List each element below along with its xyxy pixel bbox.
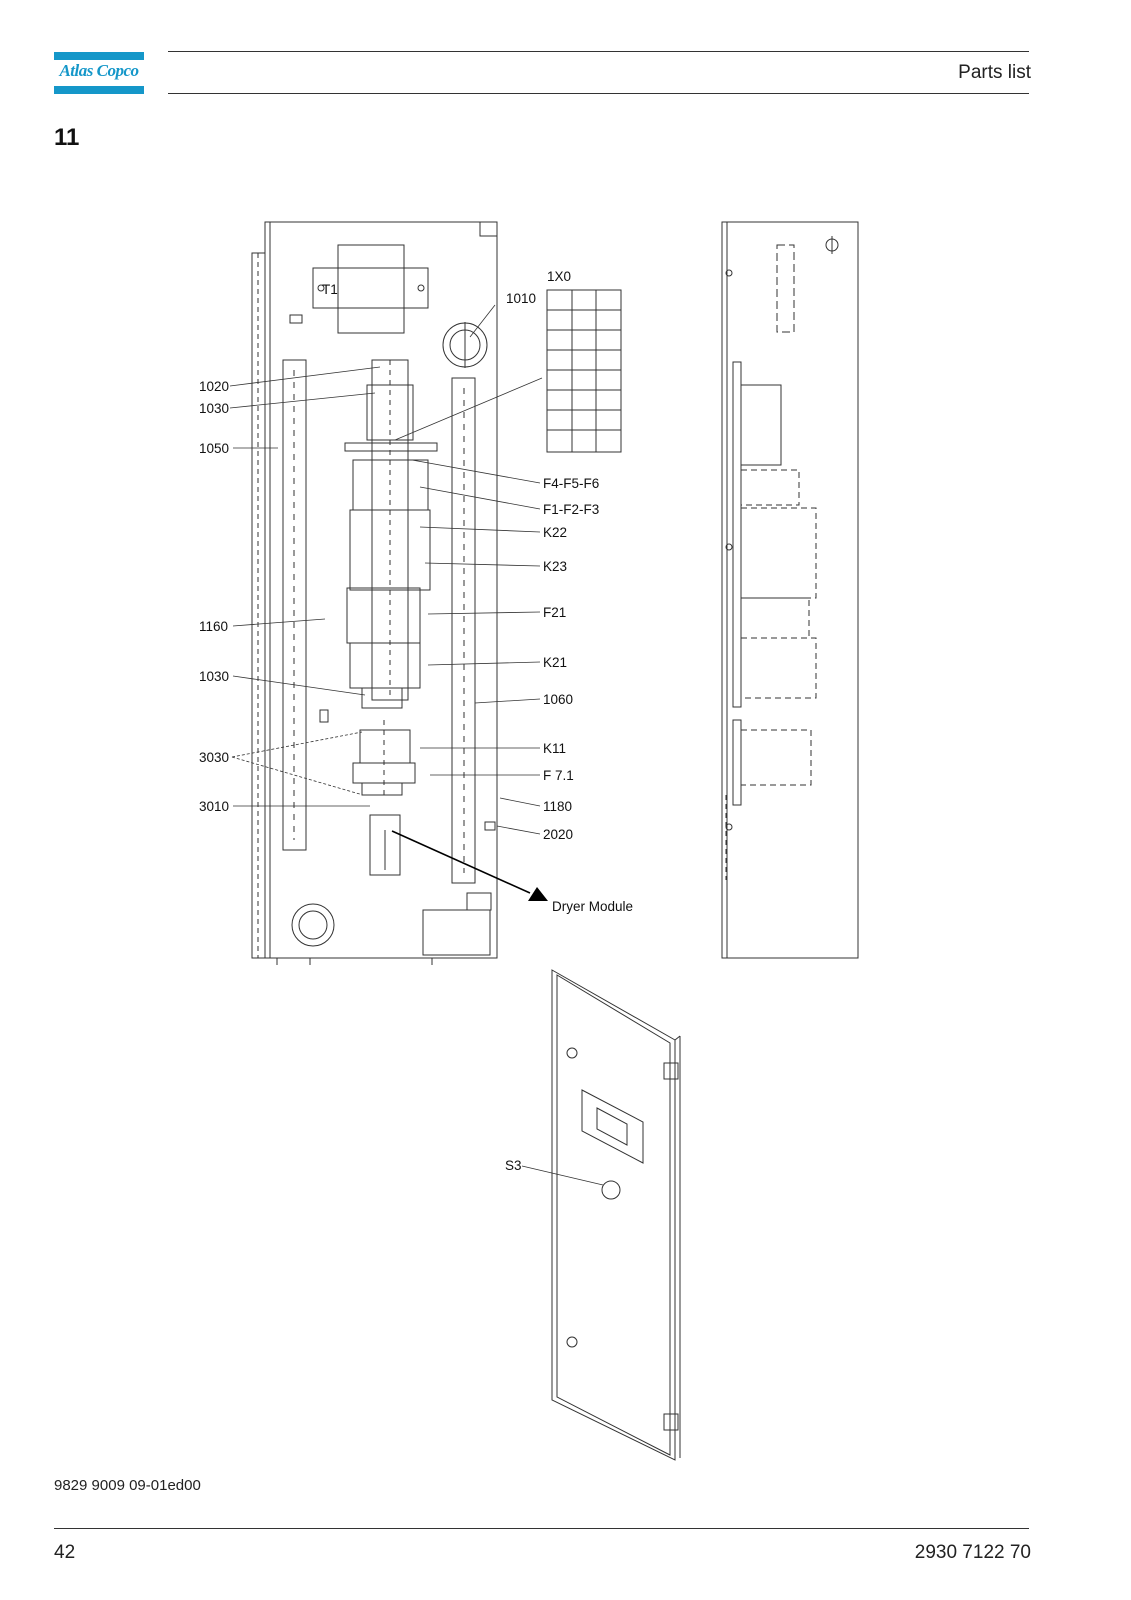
logo-wordmark: Atlas Copco	[59, 61, 139, 80]
door-panel	[551, 969, 681, 1461]
controller-display	[581, 1089, 644, 1164]
label-t1: T1	[322, 282, 338, 297]
label-3010: 3010	[199, 799, 229, 814]
small-terminal	[319, 709, 329, 723]
label-1050: 1050	[199, 441, 229, 456]
side-view	[721, 221, 859, 959]
label-2020: 2020	[543, 827, 573, 842]
label-f21: F21	[543, 605, 566, 620]
label-3030: 3030	[199, 750, 229, 765]
component-stack	[344, 359, 438, 800]
section-number: 11	[54, 124, 80, 151]
label-k11: K11	[543, 741, 566, 756]
label-s3: S3	[505, 1158, 522, 1173]
document-code: 9829 9009 09-01ed00	[54, 1477, 201, 1494]
logo-bar-top	[54, 52, 144, 60]
pe-marker-top	[289, 314, 303, 324]
label-1020: 1020	[199, 379, 229, 394]
label-1160: 1160	[199, 619, 228, 634]
din-rail-left	[282, 359, 307, 851]
label-k22: K22	[543, 525, 567, 540]
footer-rule	[54, 1528, 1029, 1529]
bottom-box-top	[466, 892, 492, 911]
atlas-copco-logo: Atlas Copco	[54, 52, 144, 94]
transformer-t1	[312, 244, 429, 334]
cable-gland-bottom	[291, 903, 335, 947]
label-1180: 1180	[543, 799, 572, 814]
label-f1-f2-f3: F1-F2-F3	[543, 502, 599, 517]
header-rule-top	[168, 51, 1029, 52]
logo-bar-bottom	[54, 86, 144, 94]
label-1010: 1010	[506, 291, 536, 306]
bottom-box	[422, 909, 491, 956]
din-rail-right	[451, 377, 476, 884]
terminal-2020	[484, 821, 496, 831]
dryer-arrow-head	[528, 887, 548, 901]
terminal-strip-1x0	[546, 289, 622, 453]
label-dryer-module: Dryer Module	[552, 899, 633, 914]
label-1060: 1060	[543, 692, 573, 707]
label-f4-f5-f6: F4-F5-F6	[543, 476, 599, 491]
page-number: 42	[54, 1542, 76, 1563]
page-title: Parts list	[958, 62, 1031, 83]
s3-button	[601, 1180, 621, 1200]
leader-lines	[229, 304, 604, 1186]
header-rule-bottom	[168, 93, 1029, 94]
label-f7-1: F 7.1	[543, 768, 574, 783]
label-k23: K23	[543, 559, 567, 574]
part-number: 2930 7122 70	[914, 1542, 1031, 1563]
label-1x0: 1X0	[547, 269, 571, 284]
dryer-arrow-line	[391, 830, 531, 894]
label-k21: K21	[543, 655, 567, 670]
label-1030-top: 1030	[199, 401, 229, 416]
cable-gland-top	[442, 322, 488, 368]
label-1030-bottom: 1030	[199, 669, 229, 684]
dryer-relay	[369, 814, 401, 876]
cabinet-panel	[251, 221, 498, 965]
